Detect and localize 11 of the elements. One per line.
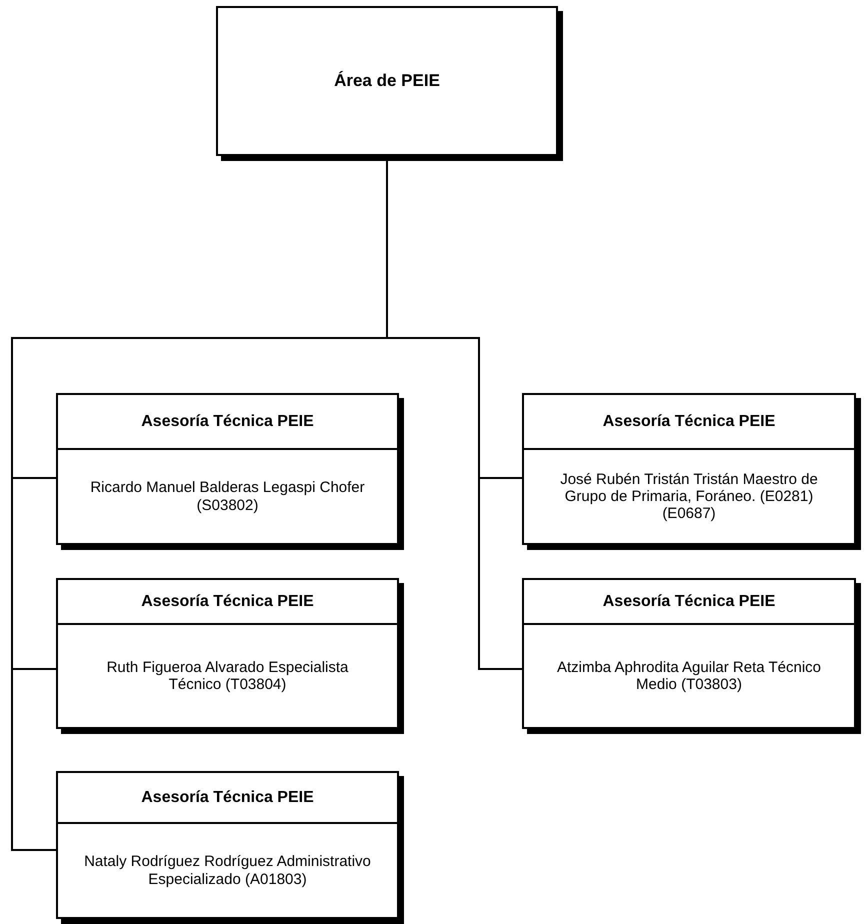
box-heading: Asesoría Técnica PEIE <box>524 395 854 450</box>
box-heading: Asesoría Técnica PEIE <box>58 580 397 625</box>
box-heading: Asesoría Técnica PEIE <box>58 395 397 450</box>
box-title: Área de PEIE <box>334 71 440 91</box>
box-heading: Asesoría Técnica PEIE <box>524 580 854 625</box>
staff-description: Ricardo Manuel Balderas Legaspi Chofer (S03802) <box>89 479 366 514</box>
staff-description: Nataly Rodríguez Rodríguez Administrativo Especializado (A01803) <box>83 853 372 888</box>
staff-description: Ruth Figueroa Alvarado Especialista Técnico (T03804) <box>106 658 350 694</box>
staff-description: Atzimba Aphrodita Aguilar Reta Técnico Medio (T03803) <box>556 658 822 694</box>
box-heading: Asesoría Técnica PEIE <box>58 773 397 824</box>
staff-description: José Rubén Tristán Tristán Maestro de Grupo de Primaria, Foráneo. (E0281)(E0687) <box>559 470 819 522</box>
